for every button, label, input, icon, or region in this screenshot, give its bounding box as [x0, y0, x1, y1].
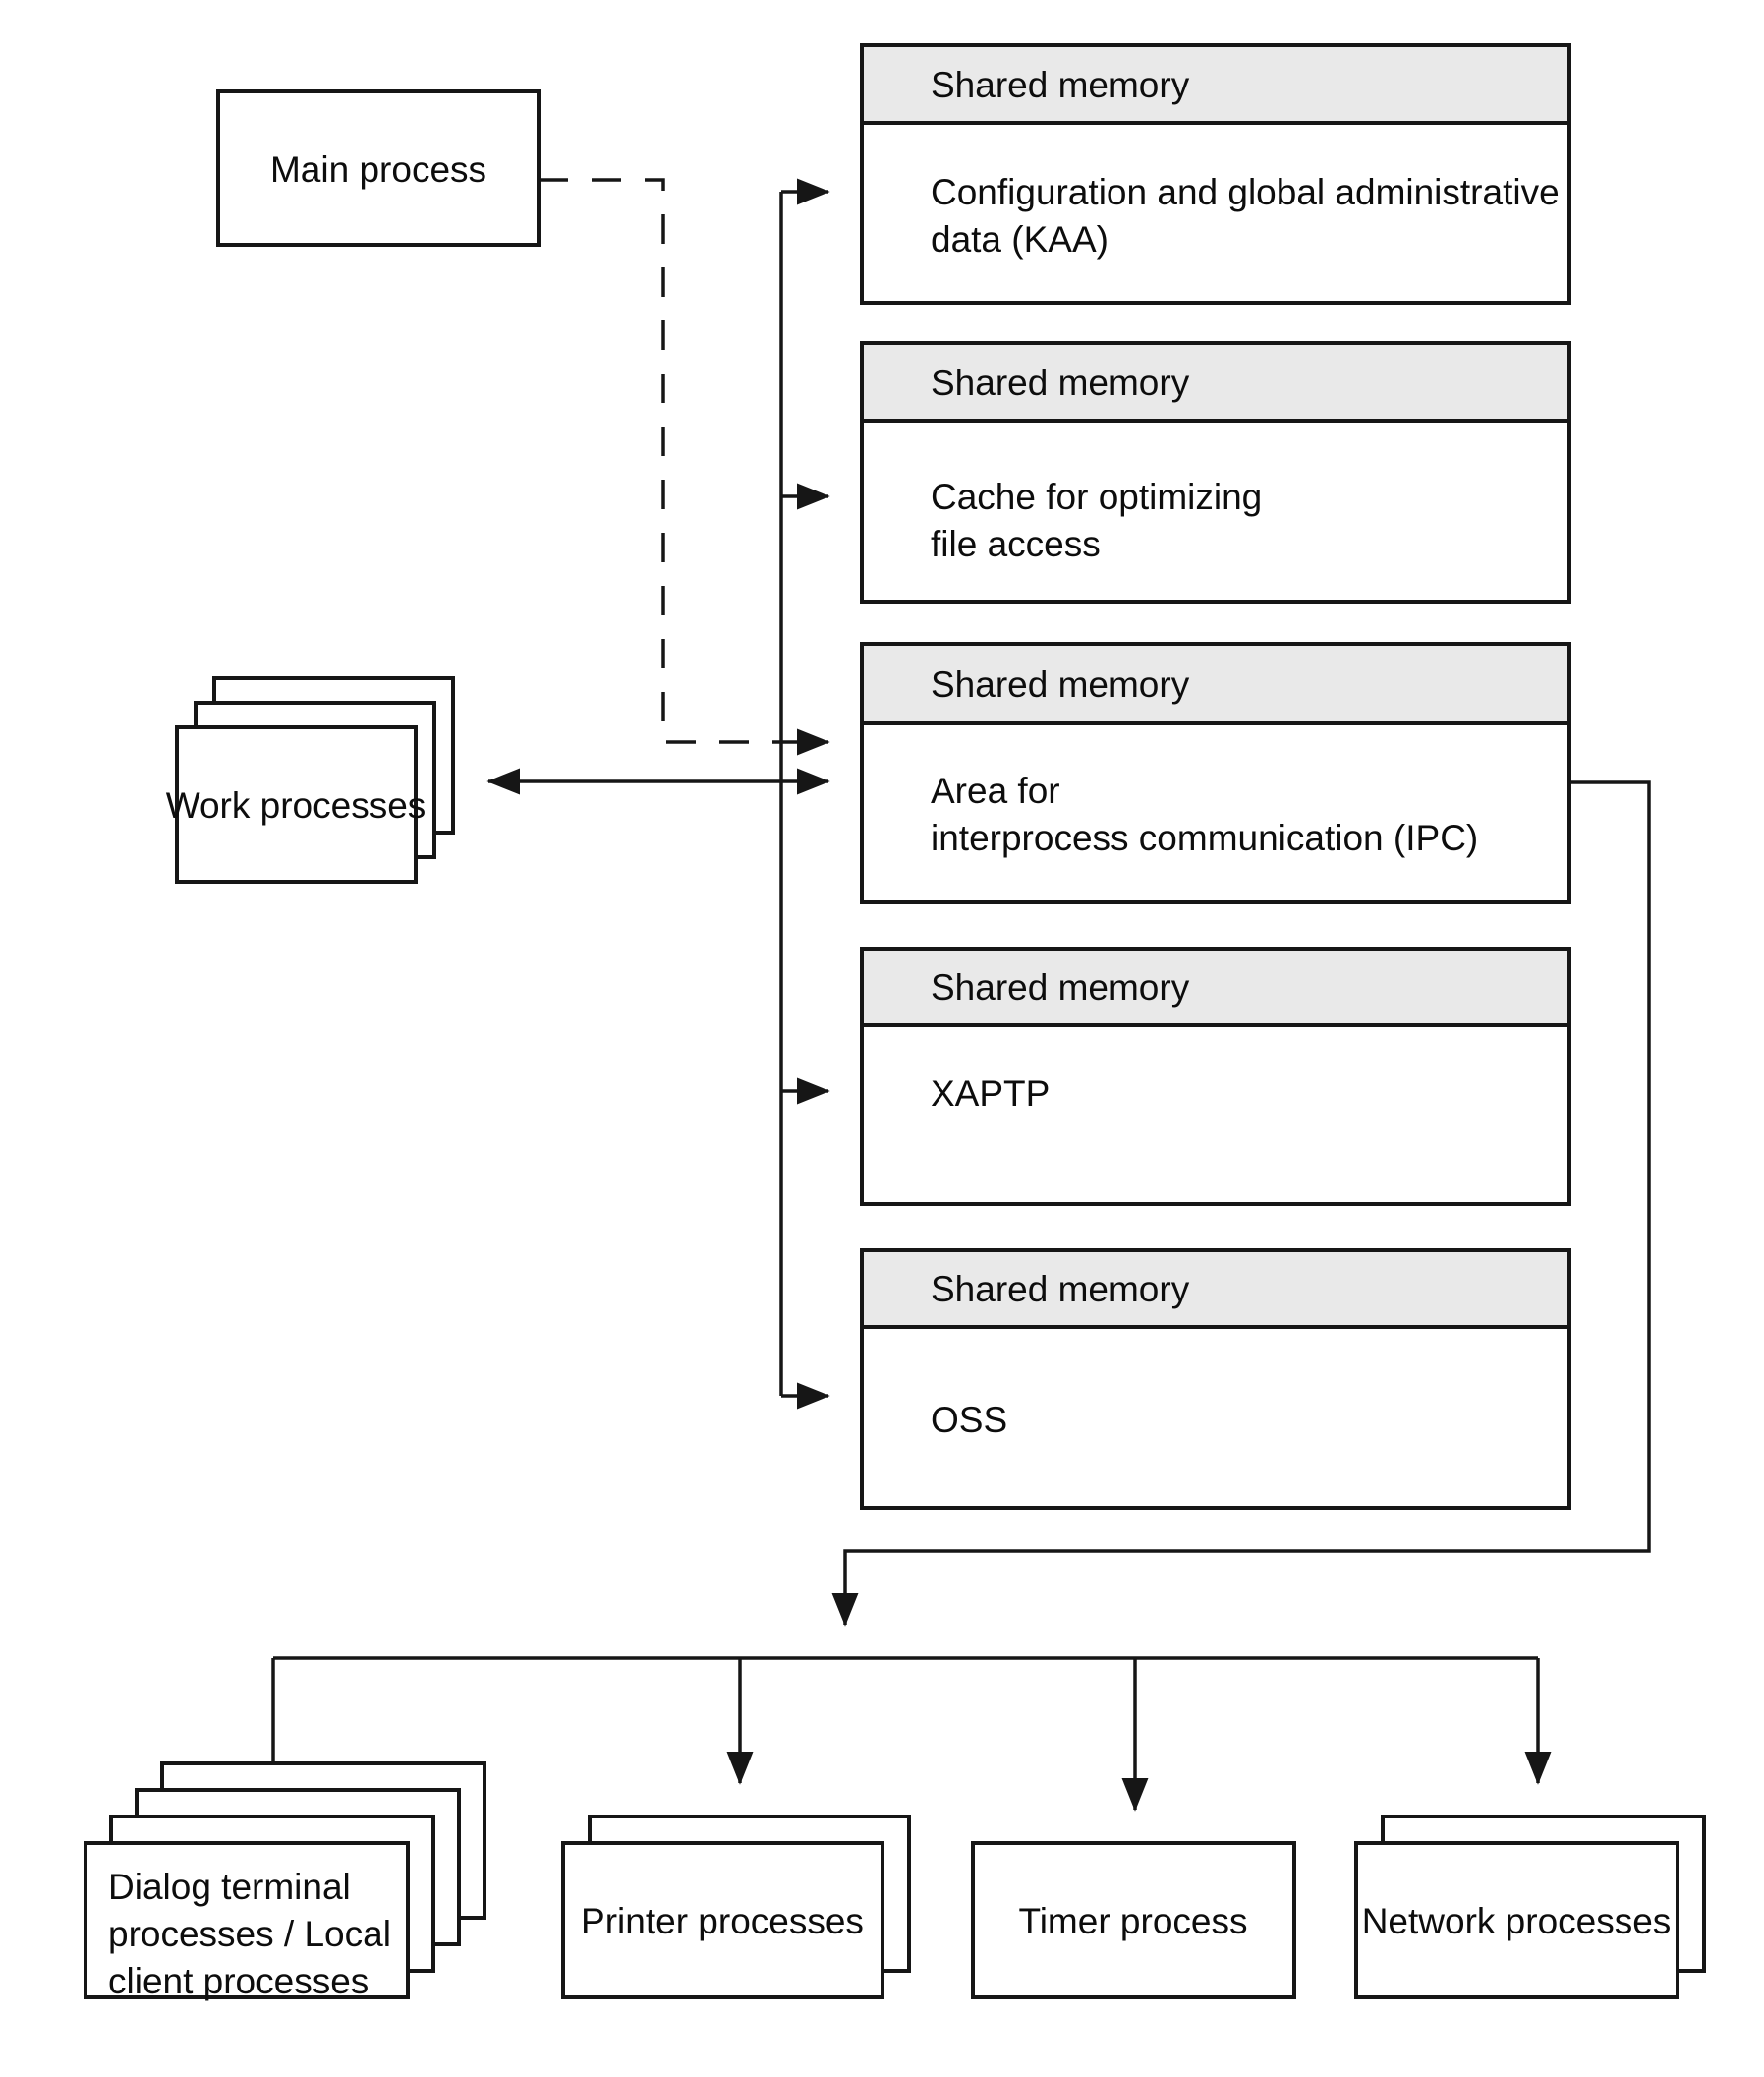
printer-box-front	[561, 1841, 884, 1999]
xaptp-header-label: Shared memory	[931, 967, 1190, 1008]
ipc-body-line-1: Area for	[931, 771, 1060, 811]
timer-process-box: Timer process	[971, 1841, 1296, 1999]
dialog-label-line-1: Dialog terminal	[108, 1867, 351, 1907]
work-processes-label: Work processes	[166, 785, 427, 826]
xaptp-body-line-1: XAPTP	[931, 1073, 1050, 1114]
cache-body-line-2: file access	[931, 524, 1101, 564]
main-process-label: Main process	[270, 149, 486, 190]
network-box-front	[1354, 1841, 1679, 1999]
printer-processes-stack: Printer processes	[561, 1815, 911, 1999]
xaptp-header-rect	[860, 947, 1571, 1027]
printer-label: Printer processes	[581, 1901, 864, 1941]
shared-memory-box-cache: Shared memory Cache for optimizing file …	[860, 341, 1571, 604]
ipc-to-bottom-connector-arrow	[831, 780, 1651, 1627]
shared-memory-box-xaptp: Shared memory XAPTP	[860, 947, 1571, 1206]
kaa-body-line-1: Configuration and global administrative	[931, 172, 1560, 212]
shared-memory-box-oss: Shared memory OSS	[860, 1248, 1571, 1510]
dialog-box-front	[84, 1841, 410, 1999]
timer-rect	[971, 1841, 1296, 1999]
shared-memory-box-ipc: Shared memory Area for interprocess comm…	[860, 642, 1571, 904]
cache-body-line-1: Cache for optimizing	[931, 477, 1262, 517]
dialog-processes-stack: Dialog terminal processes / Local client…	[84, 1761, 486, 2001]
ipc-header-label: Shared memory	[931, 664, 1190, 705]
dashed-main-to-ipc-arrow	[539, 178, 830, 756]
dialog-label-line-3: client processes	[108, 1961, 369, 2001]
main-process-box: Main process	[216, 89, 541, 247]
work-processes-stack: Work processes	[166, 676, 455, 884]
cache-header-label: Shared memory	[931, 363, 1190, 403]
network-label: Network processes	[1362, 1901, 1672, 1941]
network-processes-stack: Network processes	[1354, 1815, 1706, 1999]
timer-label: Timer process	[1018, 1901, 1247, 1941]
cache-header-rect	[860, 341, 1571, 423]
kaa-body-line-2: data (KAA)	[931, 219, 1109, 260]
kaa-header-label: Shared memory	[931, 65, 1190, 105]
oss-header-label: Shared memory	[931, 1269, 1190, 1309]
main-process-rect	[216, 89, 541, 247]
dialog-label-line-2: processes / Local	[108, 1914, 391, 1954]
oss-body-line-1: OSS	[931, 1400, 1007, 1440]
ipc-header-rect	[860, 642, 1571, 725]
work-processes-box-front	[175, 725, 418, 884]
kaa-header-rect	[860, 43, 1571, 125]
oss-header-rect	[860, 1248, 1571, 1329]
ipc-body-line-2: interprocess communication (IPC)	[931, 818, 1478, 858]
shared-memory-box-kaa: Shared memory Configuration and global a…	[860, 43, 1571, 305]
